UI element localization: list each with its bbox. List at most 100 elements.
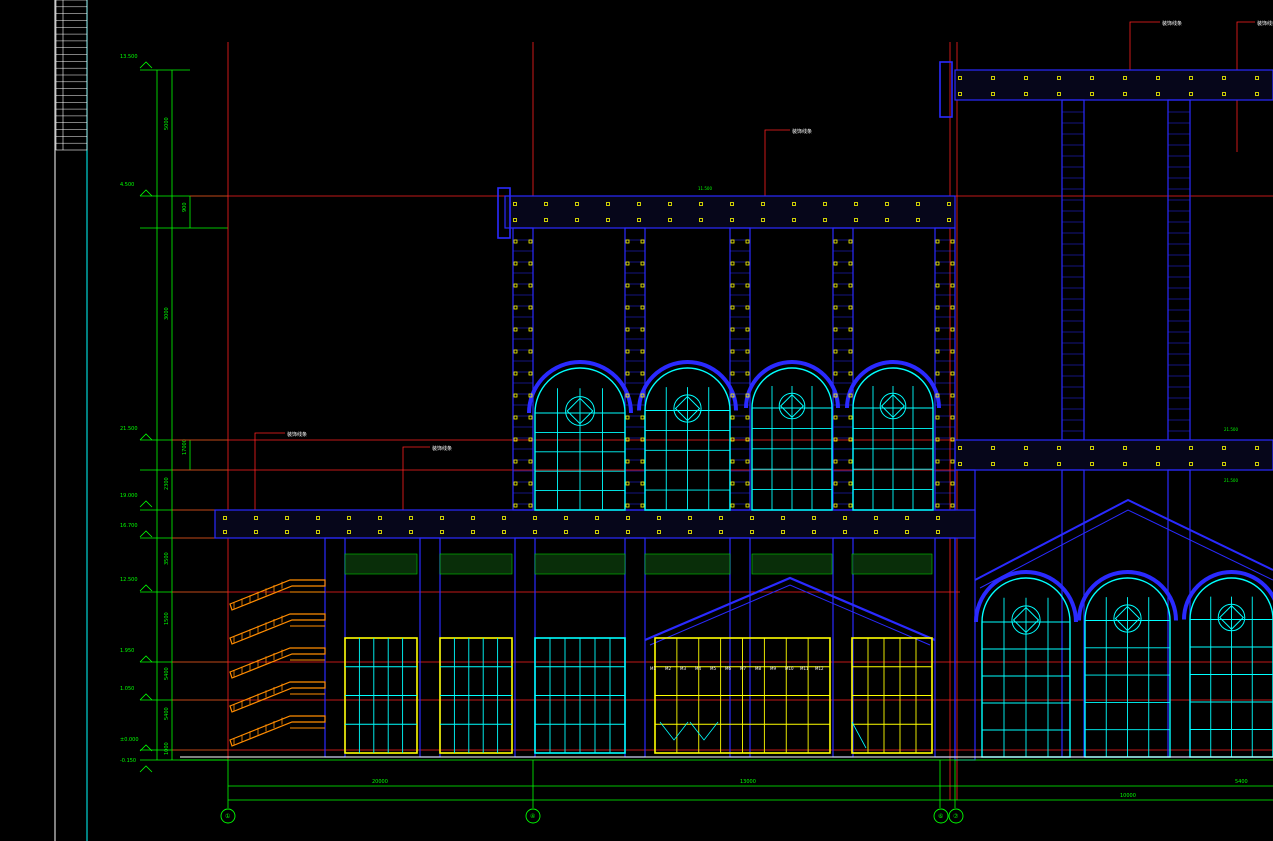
bolt-marker [935,283,940,288]
arch-ring [845,360,941,409]
bolt-marker [409,516,413,520]
bolt-marker [1090,462,1094,466]
bolt-marker [730,503,735,508]
bolt-marker [1123,76,1127,80]
bolt-marker [848,415,853,420]
column [512,227,534,511]
door-swing [851,721,867,749]
rose-diamond [1114,605,1141,632]
bolt-marker [947,202,951,206]
panel-mark: M10 [785,666,794,671]
bolt-marker [1123,462,1127,466]
bolt-marker [950,393,955,398]
bolt-marker [640,437,645,442]
bolt-marker [730,305,735,310]
bolt-marker [625,371,630,376]
bolt-marker [812,530,816,534]
bolt-marker [848,459,853,464]
bolt-marker [935,305,940,310]
bolt-marker [1156,92,1160,96]
bolt-marker [513,218,517,222]
bolt-marker [950,437,955,442]
bolt-marker [1024,76,1028,80]
level-mark-triangle [139,765,153,773]
stair-flight [229,681,326,713]
stair-flight [229,715,326,747]
bolt-marker [916,202,920,206]
door-swing [659,721,689,741]
bolt-marker [626,530,630,534]
bolt-marker [833,459,838,464]
bolt-marker [843,516,847,520]
vertical-dimension-text: 900 [182,202,188,212]
bolt-marker [848,371,853,376]
bolt-marker [1057,462,1061,466]
bolt-marker [1024,446,1028,450]
bolt-marker [440,530,444,534]
level-mark-text: 19.000 [120,493,138,499]
bolt-marker [1255,92,1259,96]
column [832,227,854,511]
bolt-marker [533,516,537,520]
middle-block [214,187,976,539]
bolt-marker [1156,76,1160,80]
callout-text: 装饰线条 [792,128,812,135]
bolt-marker [730,202,734,206]
bolt-marker [1123,92,1127,96]
bolt-marker [745,415,750,420]
bolt-marker [950,503,955,508]
bolt-marker [657,516,661,520]
bolt-marker [1057,446,1061,450]
bolt-marker [854,218,858,222]
bolt-marker [935,437,940,442]
bolt-marker [833,415,838,420]
bolt-marker [1024,462,1028,466]
bolt-marker [823,218,827,222]
bolt-marker [848,261,853,266]
bolt-marker [528,349,533,354]
bolt-marker [254,530,258,534]
title-block [54,0,88,841]
elevation-note: 21.500 [1224,427,1238,432]
bolt-marker [1090,76,1094,80]
bolt-marker [848,393,853,398]
bolt-marker [833,239,838,244]
level-marks: 13.5004.50021.50019.00016.70012.5001.950… [120,54,153,773]
bolt-marker [935,393,940,398]
bolt-marker [905,530,909,534]
rose-diamond [674,395,701,422]
bolt-marker [935,349,940,354]
arch-ring [974,570,1078,623]
level-mark-triangle [139,584,153,592]
level-mark-text: ±0.000 [120,737,139,743]
bolt-marker [1189,76,1193,80]
bolt-marker [958,92,962,96]
bolt-marker [958,462,962,466]
bolt-marker [950,305,955,310]
level-mark-text: 1.050 [120,686,134,692]
column [934,227,956,511]
level-mark-triangle [139,61,153,69]
bolt-marker [640,503,645,508]
bolt-marker [745,371,750,376]
bolt-marker [935,371,940,376]
bolt-marker [874,516,878,520]
bolt-marker [958,76,962,80]
bolt-marker [564,530,568,534]
bolt-marker [730,393,735,398]
bolt-marker [625,327,630,332]
bolt-marker [848,239,853,244]
bolt-marker [950,261,955,266]
bolt-marker [833,481,838,486]
panel-mark: M12 [815,666,824,671]
bolt-marker [513,261,518,266]
bolt-marker [1057,92,1061,96]
bolt-marker [750,530,754,534]
bolt-marker [378,516,382,520]
bolt-marker [730,239,735,244]
bolt-marker [745,503,750,508]
rose-diamond [1012,606,1040,634]
